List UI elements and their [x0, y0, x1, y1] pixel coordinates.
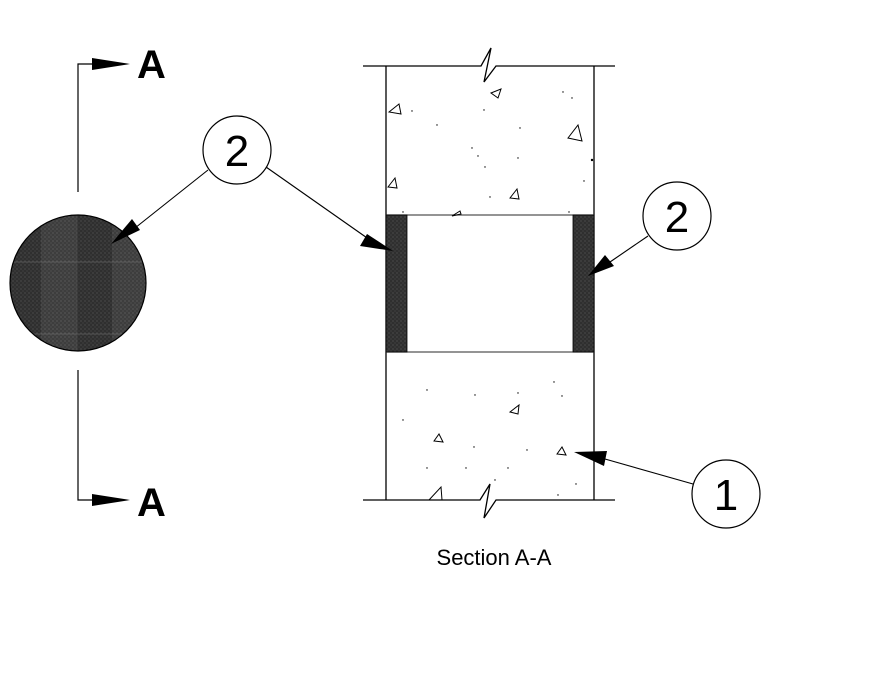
leader-arrow-icon: [111, 219, 140, 244]
concrete-hatch: [387, 88, 583, 501]
leader-arrow-icon: [574, 451, 607, 466]
callout-1: 1: [574, 451, 761, 529]
sealant-right: [572, 214, 595, 353]
leader-arrow-icon: [588, 255, 614, 276]
concrete-wall-section: [363, 47, 615, 519]
callout-number: 1: [714, 471, 738, 520]
section-cut-line: [77, 58, 130, 506]
callout-2-top: 2: [111, 115, 393, 251]
section-marker-bottom: A: [137, 481, 166, 525]
plug-plan-view: [9, 214, 147, 352]
callout-number: 2: [665, 193, 689, 242]
section-caption: Section A-A: [437, 545, 552, 570]
leader-arrow-icon: [360, 234, 393, 251]
sealant-left: [385, 214, 408, 353]
section-arrow-top-icon: [92, 58, 130, 70]
callout-number: 2: [225, 127, 249, 176]
section-arrow-bottom-icon: [92, 494, 130, 506]
callout-2-right: 2: [588, 181, 712, 276]
concrete-dots: [402, 91, 594, 496]
section-marker-top: A: [137, 43, 166, 87]
